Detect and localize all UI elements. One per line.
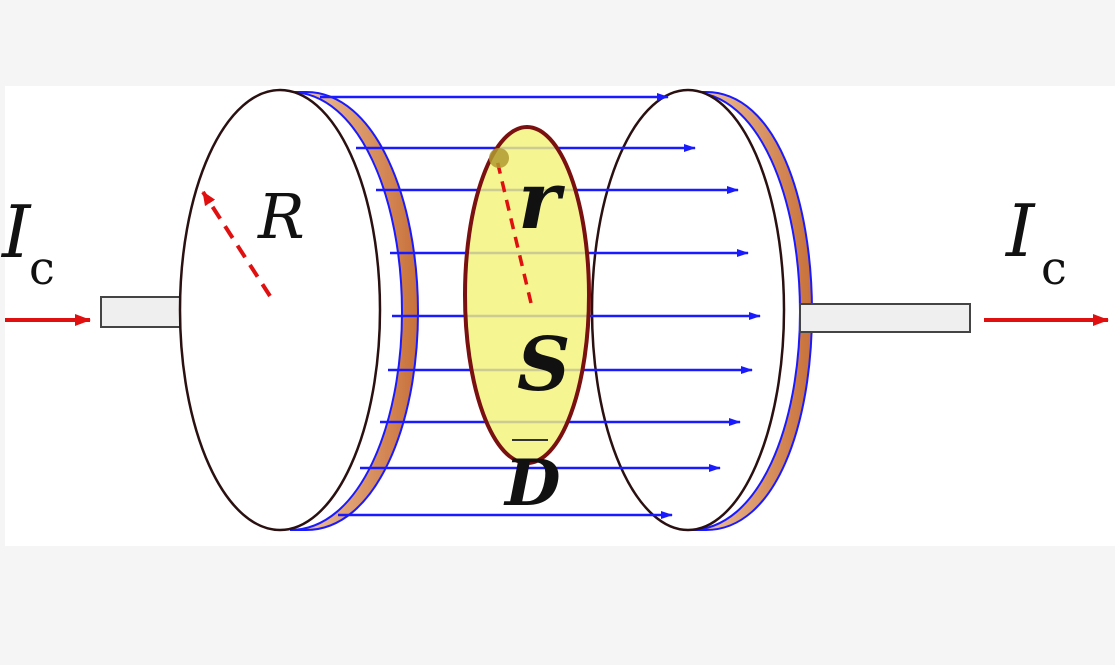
right-plate-rim bbox=[689, 91, 814, 531]
label-current-right-sub: c bbox=[1041, 241, 1067, 295]
right-wire bbox=[799, 303, 971, 333]
label-current-right: I bbox=[1004, 189, 1036, 273]
label-radius-r: r bbox=[518, 153, 565, 247]
left-plate-rim bbox=[289, 91, 420, 531]
left-plate-face bbox=[178, 88, 382, 532]
label-surface-S: S bbox=[517, 322, 570, 408]
label-current-left: I bbox=[0, 190, 32, 274]
label-radius-R: R bbox=[257, 180, 305, 253]
surface-S bbox=[463, 125, 591, 465]
label-displacement-D: D bbox=[503, 446, 561, 521]
radius-R-line bbox=[201, 190, 272, 298]
label-current-left-sub: c bbox=[29, 241, 55, 295]
right-plate-face bbox=[590, 88, 786, 532]
radius-r-endpoint bbox=[489, 148, 509, 168]
radius-r-line bbox=[495, 159, 533, 304]
